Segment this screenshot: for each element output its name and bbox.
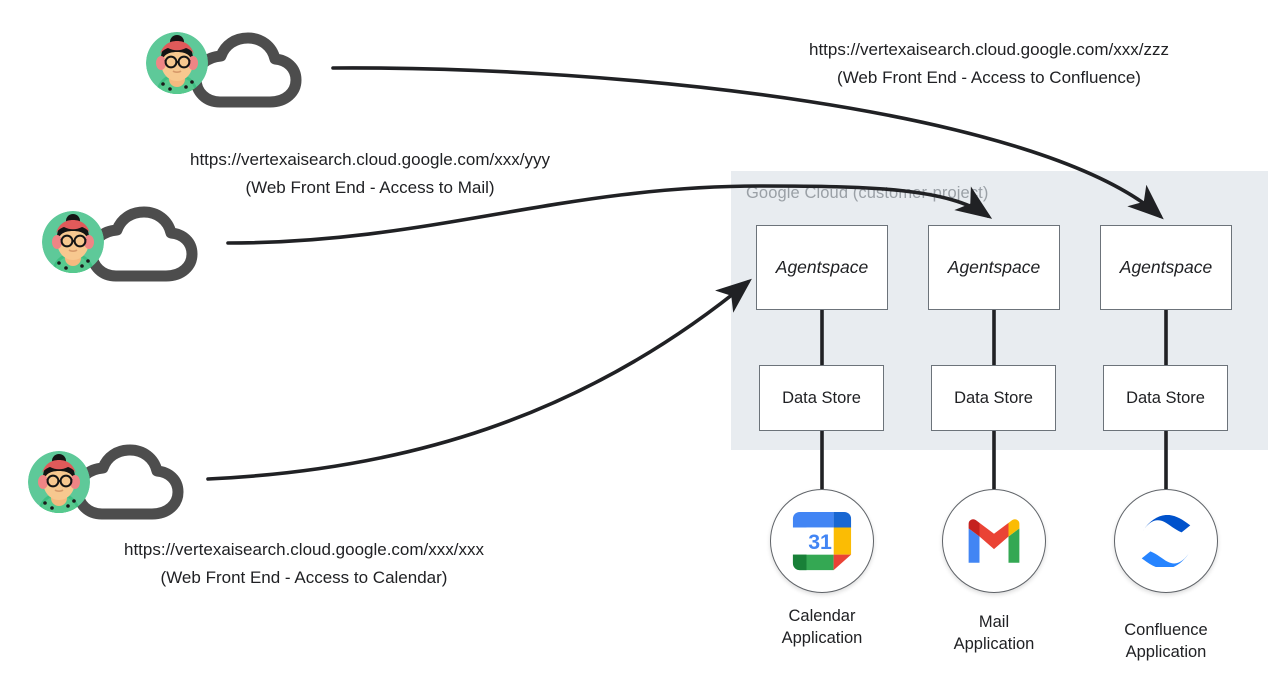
datastore-node-confluence[interactable]: Data Store: [1103, 365, 1228, 431]
confluence-application-label: Confluence Application: [1076, 620, 1256, 664]
mail-application-label-line1: Mail: [978, 613, 1010, 631]
confluence-endpoint-label: https://vertexaisearch.cloud.google.com/…: [809, 36, 1169, 91]
confluence-application-circle[interactable]: [1114, 489, 1218, 593]
mail-application-circle[interactable]: [942, 489, 1046, 593]
user-avatar-icon: [28, 451, 90, 513]
calendar-application-circle[interactable]: 31: [770, 489, 874, 593]
calendar-application-label-line1: Calendar: [788, 607, 856, 625]
calendar-endpoint-description: (Web Front End - Access to Calendar): [160, 567, 448, 587]
confluence-application-label-line1: Confluence: [1124, 621, 1208, 639]
mail-endpoint-description: (Web Front End - Access to Mail): [245, 177, 495, 197]
mail-application-label-line2: Application: [953, 634, 1035, 653]
mail-endpoint-url: https://vertexaisearch.cloud.google.com/…: [190, 150, 550, 169]
datastore-node-mail[interactable]: Data Store: [931, 365, 1056, 431]
agentspace-node-mail[interactable]: Agentspace: [928, 225, 1060, 310]
confluence-icon: [1141, 515, 1191, 567]
calendar-endpoint-url: https://vertexaisearch.cloud.google.com/…: [124, 540, 484, 559]
calendar-application-label: Calendar Application: [732, 606, 912, 650]
confluence-endpoint-description: (Web Front End - Access to Confluence): [837, 67, 1141, 87]
agentspace-node-confluence[interactable]: Agentspace: [1100, 225, 1232, 310]
user-avatar-icon: [42, 211, 104, 273]
gmail-icon: [968, 519, 1020, 563]
google-cloud-container-label: Google Cloud (customer-project): [746, 184, 989, 202]
google-calendar-icon: 31: [792, 511, 852, 571]
confluence-application-label-line2: Application: [1125, 642, 1207, 661]
mail-application-label: Mail Application: [904, 612, 1084, 656]
calendar-application-label-line2: Application: [781, 628, 863, 647]
svg-text:31: 31: [808, 530, 832, 554]
confluence-endpoint-url: https://vertexaisearch.cloud.google.com/…: [809, 40, 1169, 59]
calendar-endpoint-label: https://vertexaisearch.cloud.google.com/…: [124, 536, 484, 591]
mail-endpoint-label: https://vertexaisearch.cloud.google.com/…: [190, 146, 550, 201]
arrow-calendar-client-to-agentspace: [206, 278, 752, 481]
datastore-node-calendar[interactable]: Data Store: [759, 365, 884, 431]
user-avatar-icon: [146, 32, 208, 94]
agentspace-node-calendar[interactable]: Agentspace: [756, 225, 888, 310]
